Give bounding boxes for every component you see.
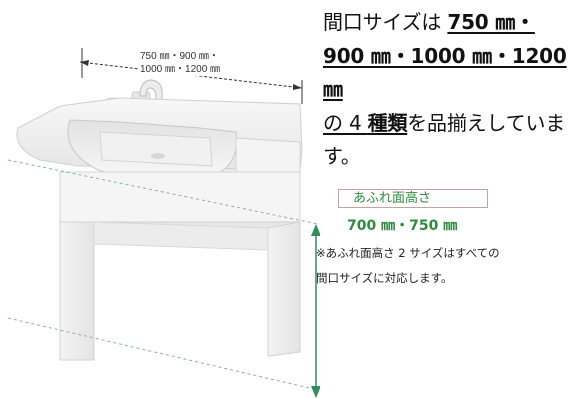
width-dimension-label: 750 ㎜・900 ㎜・ 1000 ㎜・1200 ㎜ bbox=[138, 50, 223, 76]
legs bbox=[59, 221, 301, 361]
width-dimension-line1: 750 ㎜・900 ㎜・ bbox=[140, 51, 219, 62]
note-line1: ※あふれ面高さ 2 サイズはすべての bbox=[316, 246, 500, 260]
overflow-height-label: あふれ面高さ bbox=[338, 189, 488, 208]
overflow-height-note: ※あふれ面高さ 2 サイズはすべての 間口サイズに対応します。 bbox=[316, 241, 574, 291]
vanity-illustration bbox=[7, 48, 320, 398]
headline-size-750: 750 ㎜・ bbox=[447, 10, 535, 34]
reference-dashed-lines bbox=[7, 159, 319, 391]
note-line2: 間口サイズに対応します。 bbox=[316, 271, 453, 285]
headline-count: の 4 種類 bbox=[323, 110, 408, 135]
headline-sizes: 900 ㎜・1000 ㎜・1200 ㎜ bbox=[323, 43, 567, 102]
countertop bbox=[16, 97, 303, 181]
height-arrow bbox=[311, 224, 320, 398]
width-dimension-line2: 1000 ㎜・1200 ㎜ bbox=[140, 64, 221, 75]
headline-tail: を品揃えしています。 bbox=[323, 110, 566, 169]
front-apron bbox=[59, 171, 301, 229]
overflow-height-values: 700 ㎜・750 ㎜ bbox=[347, 218, 458, 234]
headline-part1: 間口サイズは bbox=[323, 10, 448, 34]
